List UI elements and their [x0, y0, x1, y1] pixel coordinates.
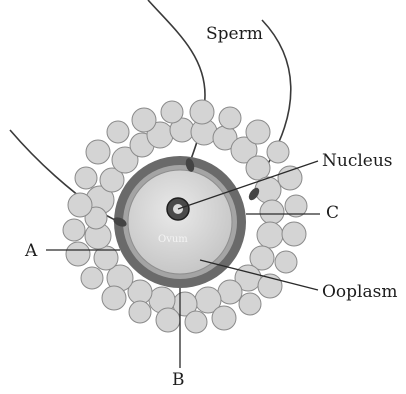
label-c: C [326, 205, 339, 222]
label-ooplasm: Ooplasm [322, 284, 397, 301]
label-sperm: Sperm [206, 26, 263, 43]
label-ovum: Ovum [158, 235, 188, 245]
label-nucleus: Nucleus [322, 153, 393, 170]
label-b: B [172, 372, 185, 389]
label-a: A [25, 243, 37, 260]
ovum [128, 170, 232, 274]
